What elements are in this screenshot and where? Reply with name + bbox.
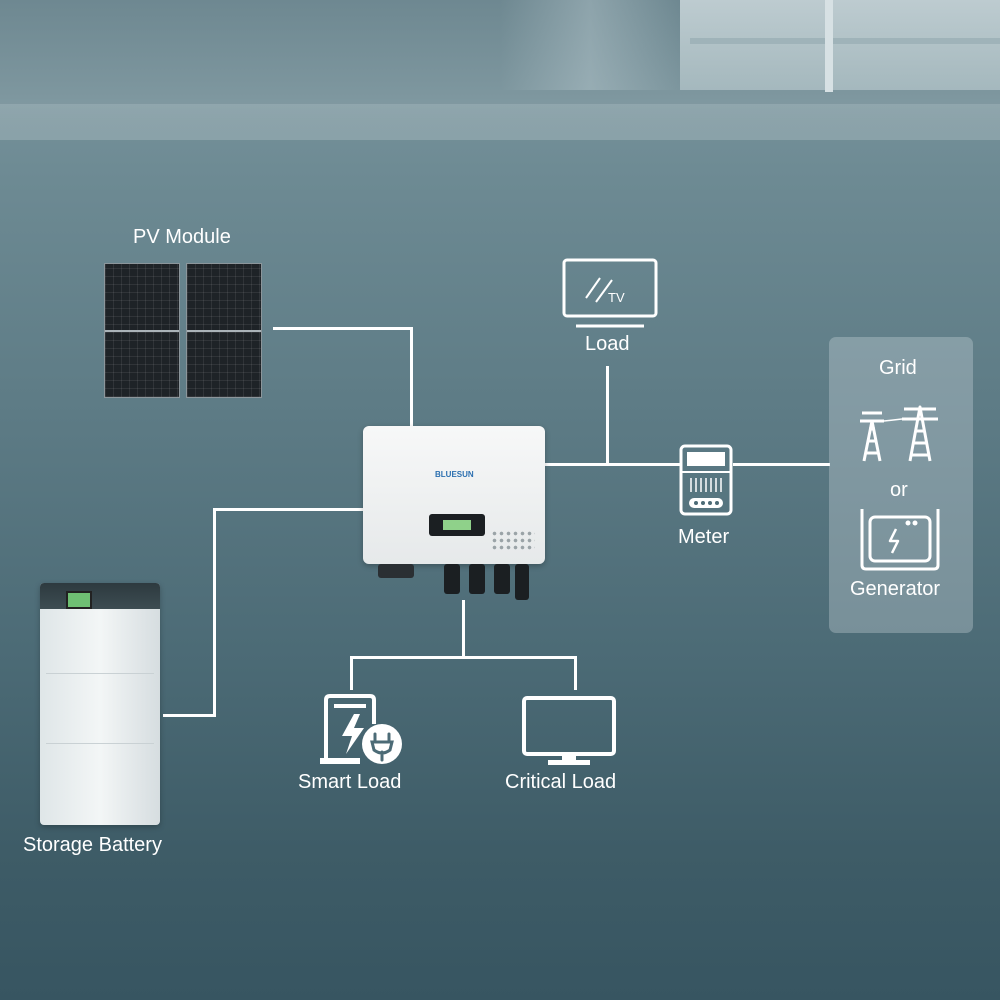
tv-icon: TV xyxy=(562,258,658,328)
ceiling-light xyxy=(500,0,680,90)
ceiling-column xyxy=(825,0,833,92)
battery-top-cap xyxy=(40,583,160,609)
meter-label: Meter xyxy=(678,526,730,548)
or-label: or xyxy=(890,479,908,501)
wire-pv-horizontal xyxy=(273,327,413,330)
wire-meter-grid xyxy=(733,463,830,466)
floor-reflection xyxy=(0,104,1000,140)
wire-backup-vertical xyxy=(462,600,465,658)
wire-load-vertical xyxy=(606,366,609,466)
generator-icon xyxy=(860,509,940,571)
transmission-tower-icon xyxy=(860,405,938,462)
grid-label: Grid xyxy=(879,357,917,379)
battery-display xyxy=(66,591,92,609)
meter-icon xyxy=(679,444,733,516)
wire-pv-vertical xyxy=(410,327,413,427)
monitor-icon xyxy=(522,696,616,765)
battery-cabinet-icon xyxy=(40,583,160,825)
pv-module-label: PV Module xyxy=(133,226,231,248)
inverter-connector xyxy=(378,564,414,578)
inverter-connector xyxy=(515,564,529,600)
solar-panel-icon xyxy=(104,263,180,398)
grid-generator-box: Grid or Generator xyxy=(829,337,973,633)
inverter-display xyxy=(429,514,485,536)
load-label: Load xyxy=(585,333,630,355)
battery-seam xyxy=(46,743,154,744)
hybrid-inverter-icon: BLUESUN xyxy=(363,426,545,564)
critical-load-label: Critical Load xyxy=(505,771,617,793)
wire-critical-load-drop xyxy=(574,656,577,690)
inverter-brand-logo: BLUESUN xyxy=(435,470,474,479)
wire-smart-load-drop xyxy=(350,656,353,690)
inverter-led-panel xyxy=(491,530,535,552)
inverter-connector xyxy=(444,564,460,594)
inverter-connector xyxy=(494,564,510,594)
storage-battery-label: Storage Battery xyxy=(23,834,162,856)
solar-panel-icon xyxy=(186,263,262,398)
battery-seam xyxy=(46,673,154,674)
generator-label: Generator xyxy=(850,578,941,600)
inverter-connector xyxy=(469,564,485,594)
smart-load-plug-icon xyxy=(320,694,402,764)
tv-icon-text: TV xyxy=(608,290,625,305)
ceiling-window xyxy=(680,0,1000,90)
smart-load-label: Smart Load xyxy=(298,771,402,793)
wire-backup-horizontal xyxy=(350,656,577,659)
ceiling-beam xyxy=(690,38,1000,44)
wire-battery-top xyxy=(213,508,363,511)
wire-battery-bottom xyxy=(163,714,216,717)
wire-ac-main xyxy=(545,463,680,466)
wire-battery-vertical xyxy=(213,508,216,717)
